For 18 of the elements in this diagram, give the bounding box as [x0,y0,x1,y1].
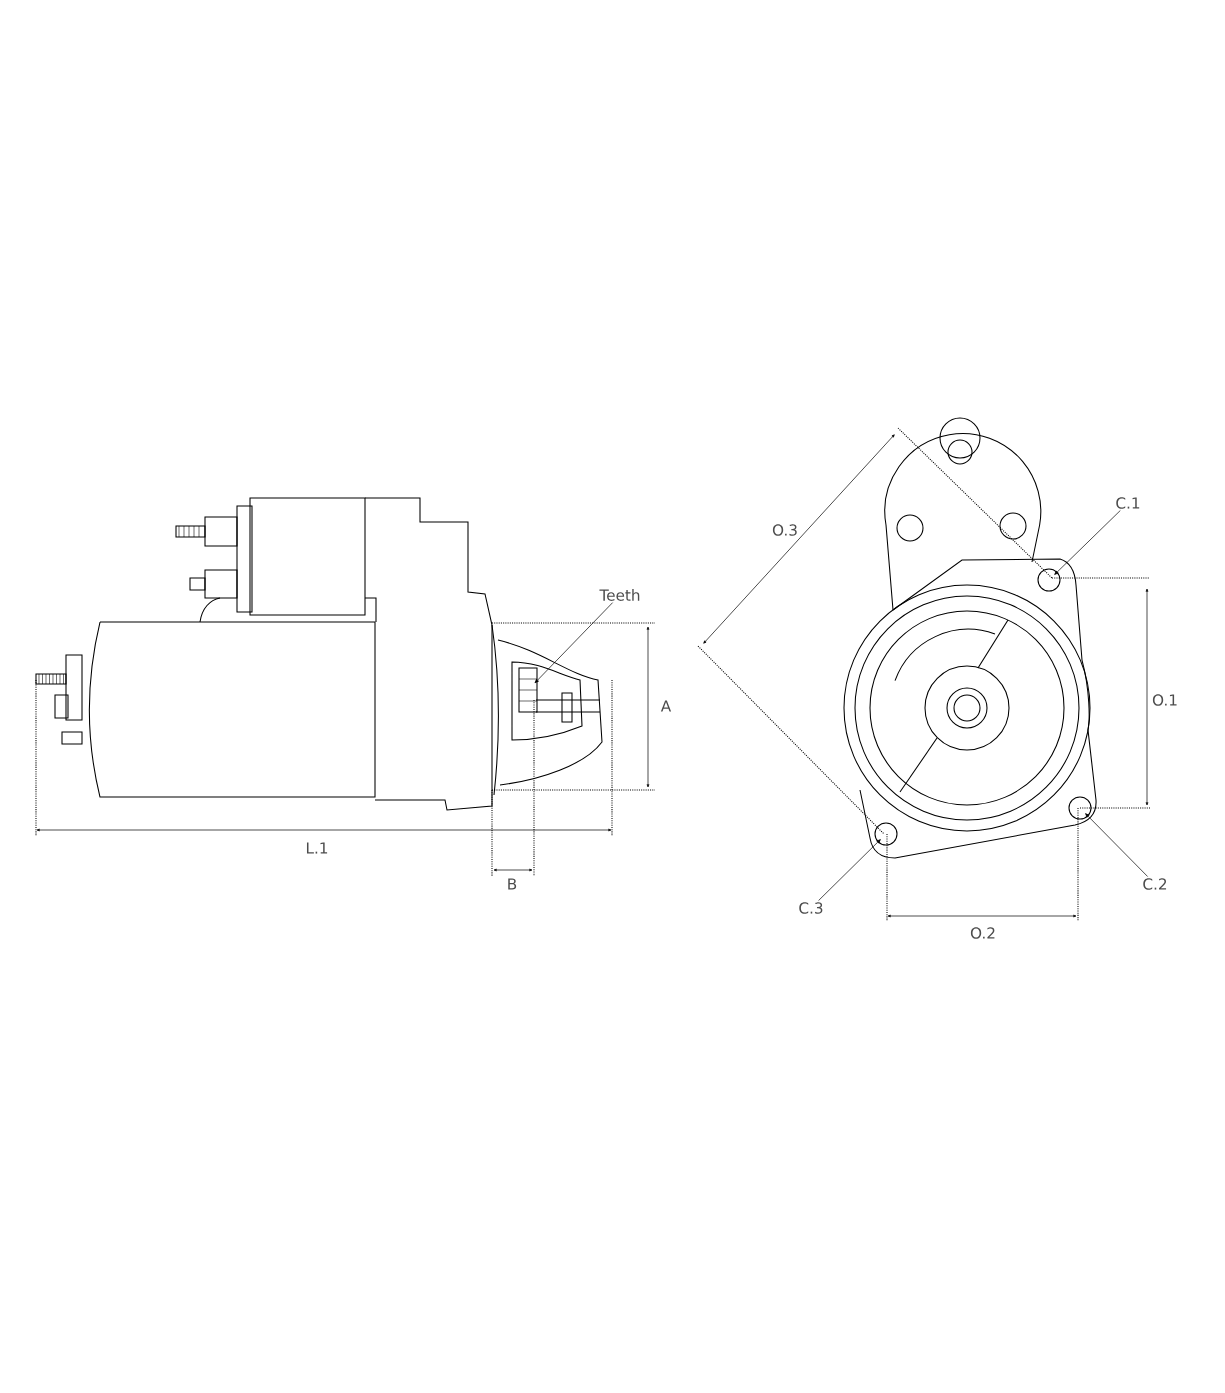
callout-label: C.1 [1116,497,1140,509]
callout-label: C.3 [799,902,823,914]
pinion-teeth [518,667,538,713]
dimension-label: L.1 [307,842,328,854]
dimension-label: O.3 [772,524,797,536]
mounting-hole [1068,796,1092,820]
leader-line [534,602,613,684]
leader-line [1054,510,1121,575]
mounting-hole [1037,568,1061,592]
dimension-label: O.1 [1152,694,1177,706]
dimension-label: B [508,878,517,890]
callout-label: Teeth [599,589,640,601]
dimension-label: O.2 [970,927,995,939]
leader-line [818,839,881,901]
mounting-hole [874,822,898,846]
leader-line [1085,813,1148,877]
dimension-label: A [660,700,672,712]
callout-label: C.2 [1143,878,1167,890]
